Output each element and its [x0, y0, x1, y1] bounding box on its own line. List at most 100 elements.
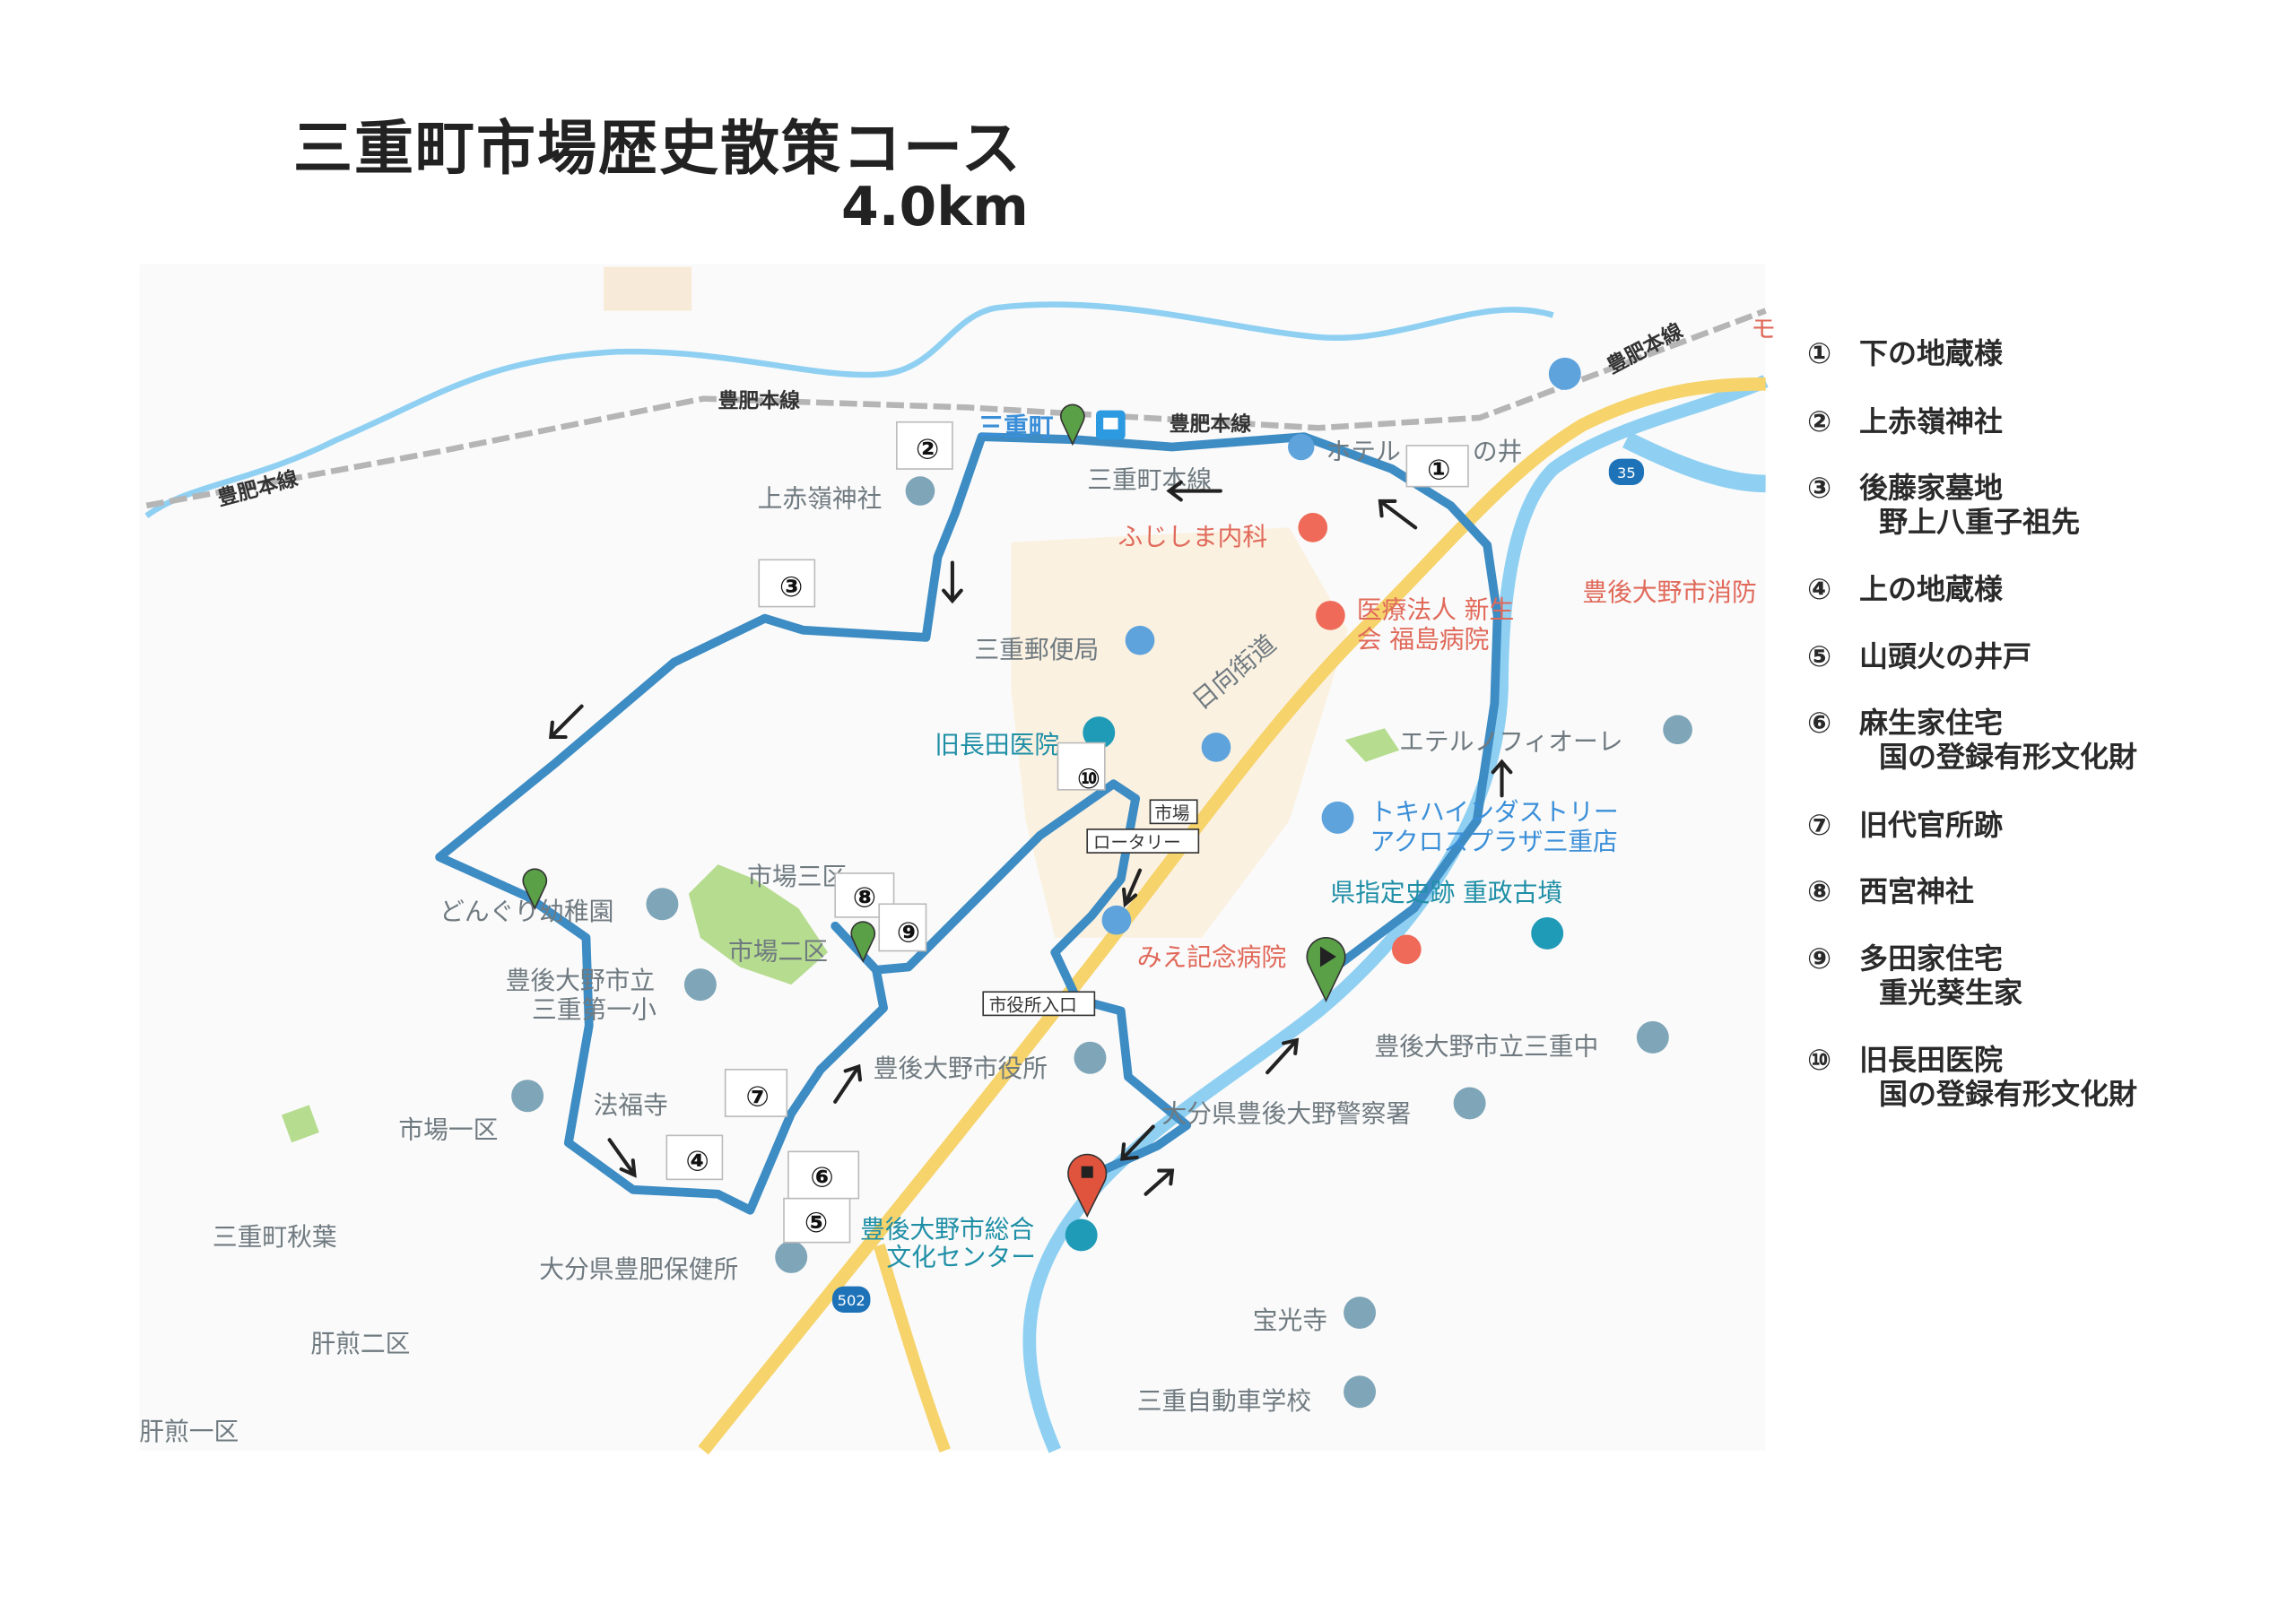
- legend-item: ④ 上の地蔵様: [1807, 572, 2274, 606]
- school-icon: [646, 888, 679, 921]
- map-label: 文化センター: [886, 1243, 1036, 1272]
- map-label: 三重自動車学校: [1137, 1386, 1311, 1416]
- marker-4: ④: [685, 1146, 709, 1178]
- map-label: 旧長田医院: [935, 730, 1059, 759]
- river: [1622, 431, 1766, 493]
- direction-arrow-icon: [607, 1138, 637, 1178]
- map-label: アクロスプラザ三重店: [1370, 827, 1618, 856]
- station-building: [604, 266, 692, 311]
- school-icon: [1636, 1020, 1669, 1054]
- legend-name: 下の地蔵様: [1859, 336, 2004, 370]
- legend-number: ④: [1807, 572, 1832, 606]
- marker-1: ①: [1427, 454, 1450, 486]
- legend-name: 山頭火の井戸: [1859, 639, 2032, 673]
- legend-name: 旧代官所跡: [1859, 808, 2004, 842]
- culture-center-icon: [1065, 1219, 1098, 1252]
- direction-arrow-icon: [1144, 1168, 1175, 1196]
- spot-pin-icon: [1060, 403, 1085, 447]
- park-area: [281, 1105, 319, 1143]
- rotary-box: ロータリー: [1086, 828, 1200, 854]
- map-label: みえ記念病院: [1137, 942, 1287, 972]
- temple-icon: [511, 1080, 544, 1113]
- legend-number: ⑤: [1807, 639, 1832, 673]
- legend-name: 西宮神社: [1859, 874, 1975, 908]
- legend-number: ③: [1807, 471, 1832, 505]
- health-center-icon: [775, 1240, 808, 1273]
- station-icon: [1096, 410, 1126, 440]
- museum-icon: [1083, 716, 1116, 750]
- marker-box-9: [878, 903, 927, 952]
- map-label: 大分県豊肥保健所: [539, 1254, 738, 1284]
- legend-note: 野上八重子祖先: [1879, 505, 2081, 539]
- legend-note: 国の登録有形文化財: [1879, 1077, 2138, 1111]
- shrine-icon: [905, 476, 935, 506]
- rail-label: 豊肥本線: [718, 388, 801, 412]
- legend-name: 多田家住宅: [1859, 941, 2004, 976]
- legend-name: 上の地蔵様: [1859, 572, 2004, 606]
- map-label: 医療法人 新生: [1357, 595, 1514, 625]
- map-label: 三重町秋葉: [213, 1222, 337, 1252]
- park-area: [688, 864, 829, 985]
- branch-road: [873, 1244, 951, 1453]
- direction-arrow-icon: [1378, 499, 1418, 530]
- map-label: の井: [1473, 437, 1523, 466]
- legend-name: 上赤嶺神社: [1859, 404, 2004, 438]
- marker-6: ⑥: [810, 1162, 833, 1194]
- map-label: 三重郵便局: [974, 635, 1099, 664]
- map-label: どんぐり幼稚園: [439, 897, 613, 926]
- marker-10: ⑩: [1077, 763, 1100, 795]
- legend-name: 麻生家住宅: [1859, 706, 2004, 740]
- marker-box-3: [758, 559, 816, 608]
- direction-arrow-icon: [942, 560, 963, 604]
- end-pin-icon: [1067, 1153, 1108, 1219]
- legend-item: ② 上赤嶺神社: [1807, 404, 2274, 438]
- direction-arrow-icon: [1265, 1037, 1300, 1075]
- svg-text:ロータリー: ロータリー: [1093, 832, 1181, 853]
- legend-number: ⑥: [1807, 706, 1832, 740]
- legend-number: ⑨: [1807, 941, 1832, 976]
- legend-note: 重光葵生家: [1879, 976, 2023, 1010]
- hospital-icon: [1392, 934, 1422, 965]
- gas-station-icon: [1101, 905, 1132, 935]
- marker-box-1: [1405, 445, 1469, 488]
- legend-number: ②: [1807, 404, 1832, 438]
- map-label: 会 福島病院: [1357, 624, 1490, 654]
- marker-9: ⑨: [897, 917, 920, 950]
- route-35-shield: 35: [1608, 458, 1645, 486]
- map-label: 肝煎一区: [139, 1417, 239, 1446]
- map-label: 大分県豊後大野警察署: [1162, 1099, 1412, 1129]
- marker-5: ⑤: [804, 1207, 828, 1239]
- city-hall-icon: [1074, 1041, 1107, 1074]
- marker-8: ⑧: [853, 882, 876, 915]
- direction-arrow-icon: [549, 704, 584, 740]
- police-icon: [1453, 1087, 1486, 1120]
- map-label: エテルノフィオーレ: [1399, 727, 1622, 757]
- shopping-icon: [1548, 357, 1581, 390]
- map-label: 市場三区: [747, 862, 847, 891]
- park-area: [1344, 728, 1400, 762]
- legend-number: ⑧: [1807, 874, 1832, 908]
- course-distance: 4.0km: [841, 176, 1029, 239]
- start-pin-icon: [1306, 937, 1346, 1002]
- ichiba-box: 市場: [1149, 799, 1198, 825]
- map-label: ホテル: [1326, 437, 1400, 466]
- school-icon: [683, 968, 717, 1002]
- legend-item: ⑧ 西宮神社: [1807, 874, 2274, 908]
- marker-box-10: [1057, 742, 1106, 791]
- direction-arrow-icon: [833, 1063, 863, 1104]
- map-label: 豊後大野市消防: [1582, 577, 1756, 607]
- legend-item: ⑦ 旧代官所跡: [1807, 808, 2274, 842]
- legend-number: ⑦: [1807, 808, 1832, 842]
- map-label: 市場一区: [398, 1115, 498, 1145]
- gas-station-icon: [1201, 733, 1231, 762]
- hospital-icon: [1316, 601, 1345, 630]
- city-hall-entrance-box: 市役所入口: [982, 991, 1096, 1017]
- river: [144, 301, 1554, 518]
- marker-2: ②: [916, 434, 939, 466]
- walking-route: [435, 432, 1502, 1215]
- map-label: 宝光寺: [1253, 1305, 1327, 1335]
